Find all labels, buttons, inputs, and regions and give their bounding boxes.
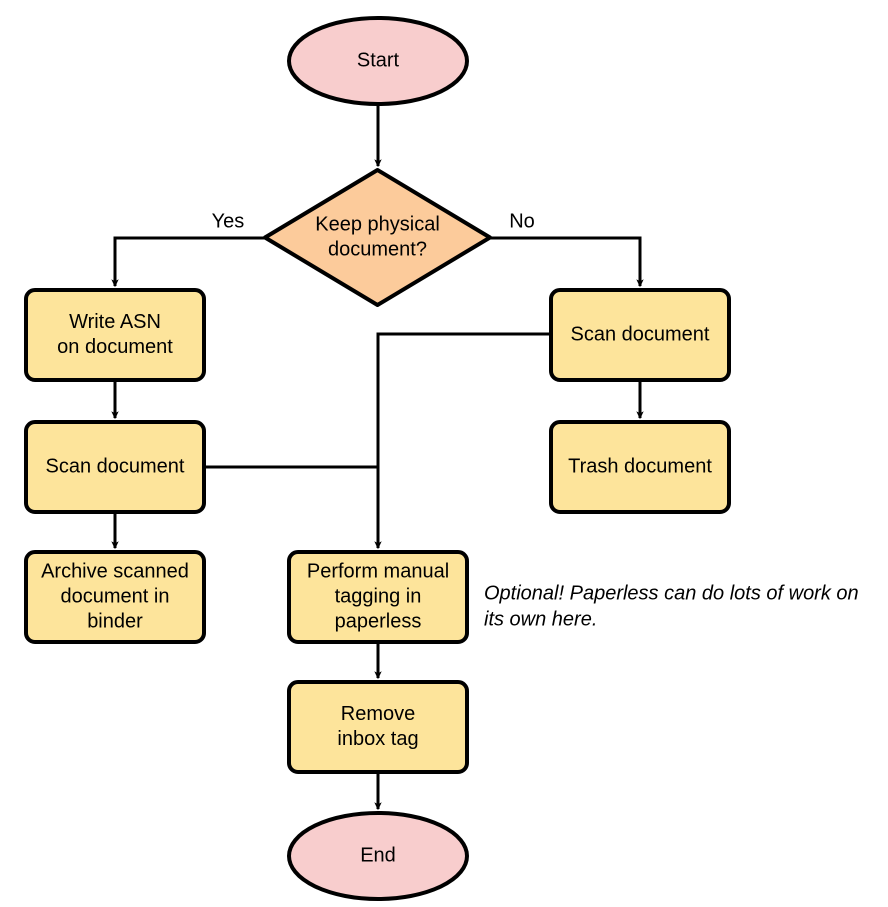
node-shape-process [24,288,206,382]
node-manual-tagging[interactable]: Perform manual tagging in paperless [287,550,469,644]
node-start[interactable]: Start [287,16,469,106]
node-label-line: tagging in [335,585,422,607]
node-shape-process [549,420,731,514]
notes-layer: Optional! Paperless can do lots of work … [484,582,859,630]
node-shape-process [287,680,469,774]
edges-layer: Yes No [111,104,644,811]
edge-decision-no-to-scan-right: No [490,210,644,288]
node-shape-decision [263,168,492,307]
edge-path [374,332,551,550]
node-shape-terminator [287,16,469,106]
node-label-line: Write ASN [69,311,161,333]
node-label-line: Scan document [571,323,710,345]
edge-label-yes: Yes [212,210,245,232]
node-label-line: paperless [335,610,422,632]
node-shape-process [24,550,206,644]
node-label-line: Trash document [568,455,712,477]
note-optional-note: Optional! Paperless can do lots of work … [484,582,859,630]
node-label-line: on document [57,336,173,358]
node-shape-terminator [287,811,469,901]
node-shape-process [24,420,206,514]
node-label-line: End [360,844,396,866]
node-label-line: document in [61,585,170,607]
node-label-line: Remove [341,703,415,725]
node-label-line: inbox tag [337,728,418,750]
node-scan-left[interactable]: Scan document [24,420,206,514]
node-trash[interactable]: Trash document [549,420,731,514]
node-shape-process [287,550,469,644]
node-keep-physical[interactable]: Keep physical document? [263,168,492,307]
edge-path [111,236,265,288]
node-shape-process [549,288,731,382]
node-label-line: Perform manual [307,560,449,582]
node-scan-right[interactable]: Scan document [549,288,731,382]
node-label-line: Keep physical [315,213,440,235]
note-line: Optional! Paperless can do lots of work … [484,582,859,604]
edge-decision-yes-to-write-asn: Yes [111,210,265,288]
note-line: its own here. [484,608,597,630]
edge-path [490,236,644,288]
node-write-asn[interactable]: Write ASN on document [24,288,206,382]
node-label-line: Scan document [46,455,185,477]
node-archive-binder[interactable]: Archive scanned document in binder [24,550,206,644]
node-label-line: document? [328,238,427,260]
edge-scan-right-to-manual-tagging [374,332,551,550]
node-label-line: binder [87,610,143,632]
edge-label-no: No [509,210,535,232]
node-remove-inbox-tag[interactable]: Remove inbox tag [287,680,469,774]
node-end[interactable]: End [287,811,469,901]
node-label-line: Archive scanned [41,560,189,582]
node-label-line: Start [357,49,400,71]
